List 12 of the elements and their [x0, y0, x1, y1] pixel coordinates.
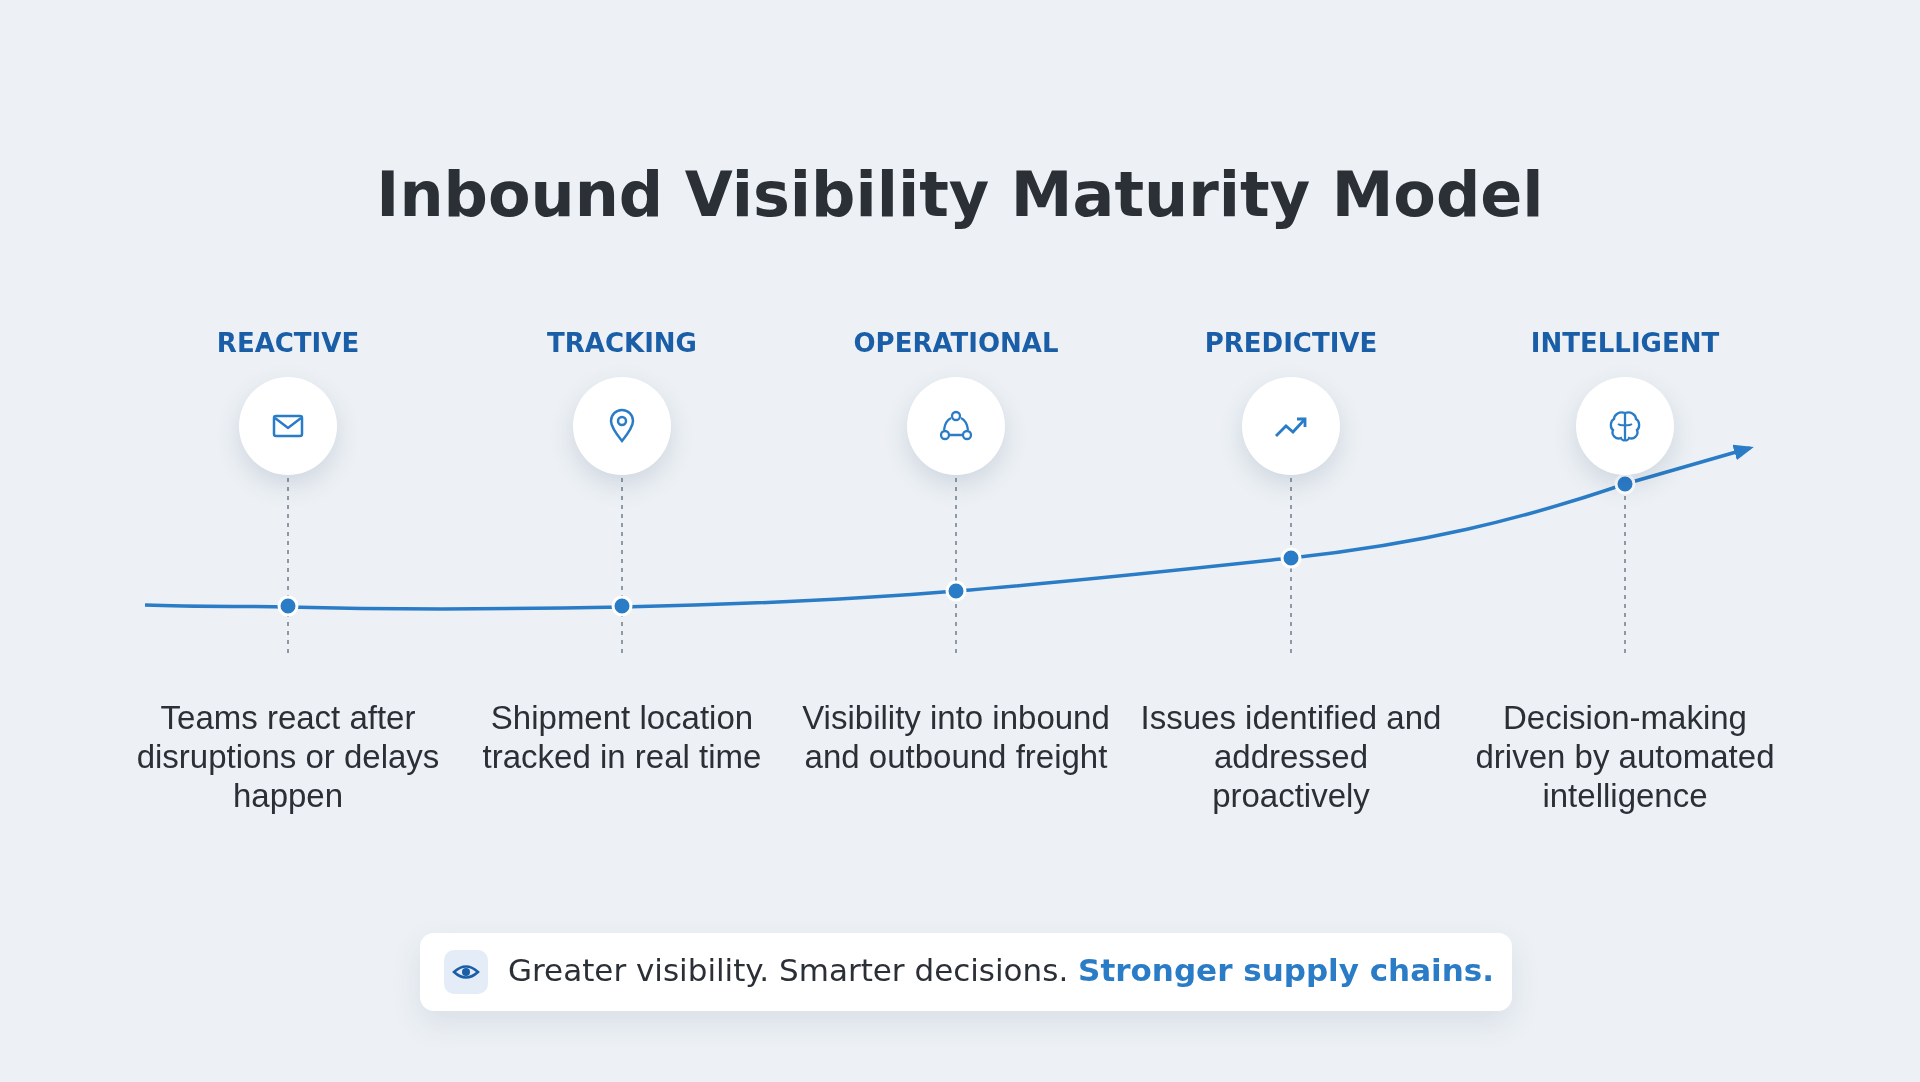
stage-heading: OPERATIONAL — [852, 328, 1060, 358]
stage-heading: REACTIVE — [215, 328, 361, 358]
title: Inbound Visibility Maturity Model — [375, 158, 1545, 231]
stage-heading: PREDICTIVE — [1203, 328, 1379, 358]
stage-heading: INTELLIGENT — [1529, 328, 1721, 358]
stage-description: Teams react after disruptions or delays happen — [135, 698, 441, 815]
stage-description: Issues identified and addressed proactively — [1139, 698, 1443, 815]
stage-description: Visibility into inbound and outbound freight — [801, 698, 1111, 776]
stage-description: Decision-making driven by automated intelligence — [1474, 698, 1776, 815]
tagline-text: Greater visibility. Smarter decisions. Stronger supply chains. — [508, 952, 1495, 988]
stage-heading: TRACKING — [546, 328, 698, 358]
stage-description: Shipment location tracked in real time — [481, 698, 763, 776]
